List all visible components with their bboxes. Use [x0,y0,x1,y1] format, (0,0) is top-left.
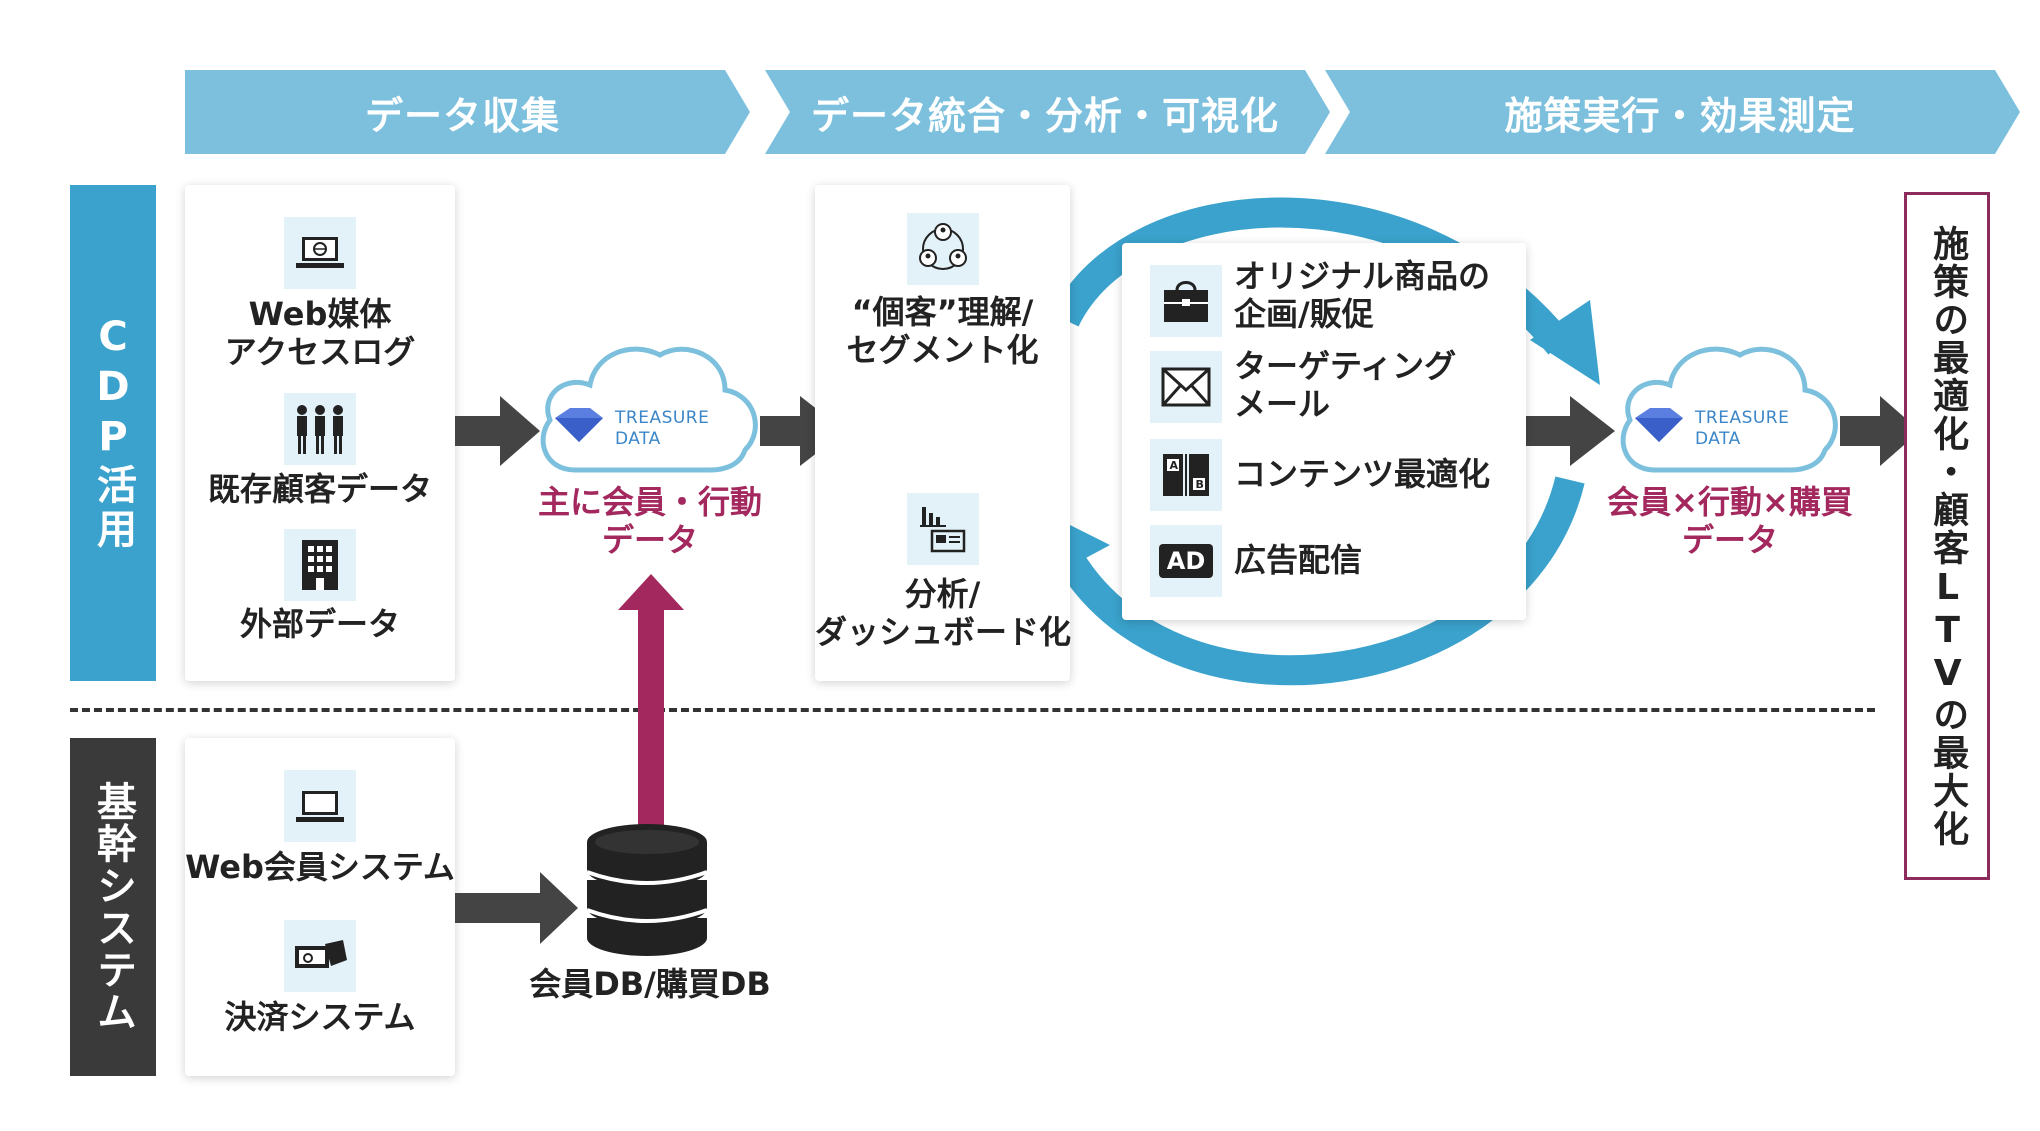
segment-icon [907,213,979,285]
cloud1-logo: TREASURE DATA [615,408,709,451]
cloud2-logo-line1: TREASURE [1695,408,1790,428]
cloud1-caption-line2: データ [601,521,698,559]
svg-text:B: B [1196,478,1204,491]
database-icon [586,824,708,956]
analysis-bottom-line2: ダッシュボード化 [815,613,1072,651]
analysis-top-line2: セグメント化 [846,331,1039,369]
ad-icon: AD [1150,525,1222,597]
mail-icon [1150,351,1222,423]
action-1-line1: オリジナル商品の [1234,257,1491,295]
goal-box: 施策の最適化・顧客LTVの最大化 [1904,192,1990,880]
cloud1-logo-line2: DATA [615,429,661,450]
arrow-cloud-to-analysis [760,396,845,466]
cloud1-shape [540,346,758,473]
source-web-log-line1: Web媒体 [248,295,392,333]
cloud2-logo: TREASURE DATA [1695,408,1789,451]
building-icon [284,529,356,601]
goal-text: 施策の最適化・顧客LTVの最大化 [1927,224,1969,848]
action-2-line1: ターゲティング [1234,347,1457,385]
cloud1-logo-line1: TREASURE [615,408,710,428]
cloud2-caption-line1: 会員×行動×購買 [1607,483,1853,521]
svg-text:A: A [1170,459,1179,472]
row-core: 基幹システム [70,738,156,1076]
cloud1-caption-line1: 主に会員・行動 [537,483,762,521]
arrow-cloud2-to-goal [1840,396,1920,466]
db-caption: 会員DB/購買DB [529,965,771,1003]
source-web-log-line2: アクセスログ [224,333,416,371]
cloud2-logo-line2: DATA [1695,429,1741,450]
row-divider [70,708,1875,712]
dashboard-icon [907,493,979,565]
stage-integrate: データ統合・分析・可視化 [810,93,1279,138]
cloud2-shape [1620,346,1838,473]
row-cdp-label: CDP活用 [90,314,136,552]
row-cdp: CDP活用 [70,185,156,681]
arrow-core-to-db [455,872,578,944]
analysis-top-line1: “個客”理解/ [851,293,1034,331]
stage-bar: データ収集 データ統合・分析・可視化 施策実行・効果測定 [185,70,2020,154]
analysis-bottom-line1: 分析/ [904,575,981,613]
source-customer: 既存顧客データ [207,470,432,508]
arrow-actions-to-cloud2 [1525,396,1615,466]
row-core-label: 基幹システム [90,781,136,1033]
laptop-web-icon [284,217,356,289]
bag-icon [1150,265,1222,337]
stage-execute: 施策実行・効果測定 [1504,93,1856,138]
arrow-db-to-cloud [618,574,684,825]
cloud2-caption-line2: データ [1681,521,1778,559]
action-1-line2: 企画/販促 [1234,295,1374,333]
laptop-icon [284,770,356,842]
people-icon [284,393,356,465]
cycle-top-head [1530,300,1600,385]
stage-chevrons [185,70,2020,154]
sources-card-core: Web会員システム 決済システム [185,738,455,1076]
payment-card-icon [284,920,356,992]
action-2-line2: メール [1234,385,1331,423]
source-external: 外部データ [239,605,400,643]
source-payment: 決済システム [224,998,416,1036]
source-web-member: Web会員システム [185,848,455,886]
analysis-card: “個客”理解/ セグメント化 分析/ ダッシュボード化 [815,185,1072,681]
arrow-sources-to-cloud [455,396,540,466]
sources-card-cdp: Web媒体 アクセスログ 既存顧客データ 外部データ [185,185,455,681]
stage-collect: データ収集 [364,93,560,138]
action-4-line1: 広告配信 [1234,541,1363,579]
cycle-bottom [1057,476,1585,686]
action-3-line1: コンテンツ最適化 [1234,455,1491,493]
ad-icon-text: AD [1166,547,1206,575]
